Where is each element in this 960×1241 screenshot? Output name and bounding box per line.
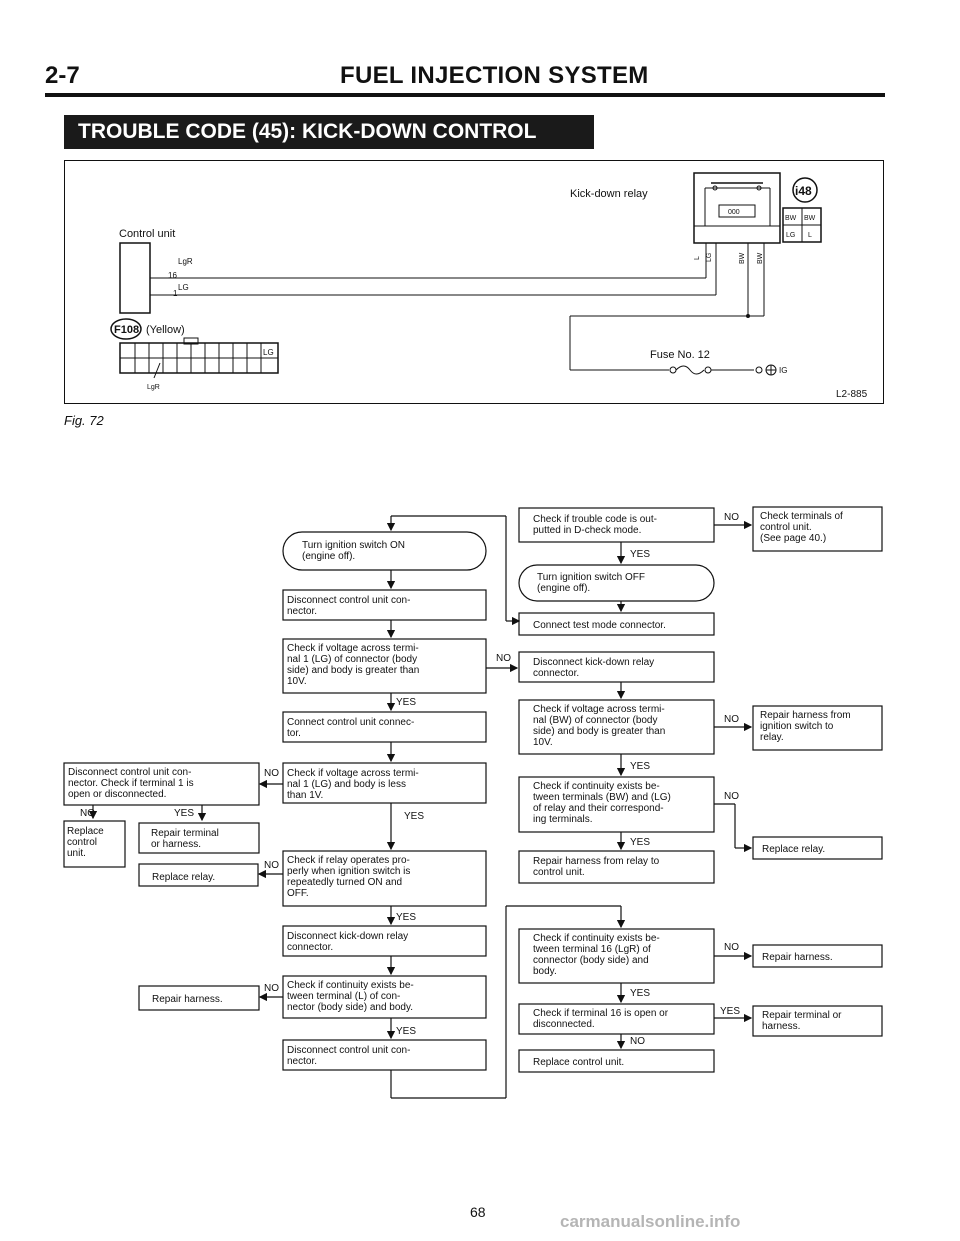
wire-lgr-label: LgR	[178, 257, 193, 266]
check-voltage-bw: Check if voltage across termi-nal (BW) o…	[533, 704, 665, 748]
no-label: NO	[80, 808, 95, 819]
diagram-ref: L2-885	[836, 389, 868, 400]
ig-label: IG	[779, 366, 787, 375]
f108-lg: LG	[263, 348, 274, 357]
turn-ignition-off: Turn ignition switch OFF(engine off).	[537, 572, 645, 594]
check-continuity-bw-lg: Check if continuity exists be-tween term…	[533, 781, 671, 825]
fuse-label: Fuse No. 12	[650, 349, 710, 361]
yes-label: YES	[630, 837, 650, 848]
repair-harness-left: Repair harness.	[152, 994, 223, 1005]
connect-test-mode: Connect test mode connector.	[533, 620, 666, 631]
svg-text:LG: LG	[786, 232, 795, 239]
no-label: NO	[724, 714, 739, 725]
check-continuity-16: Check if continuity exists be-tween term…	[533, 933, 660, 977]
header-rule	[45, 93, 885, 97]
yes-label: YES	[174, 808, 194, 819]
yes-label: YES	[630, 549, 650, 560]
repair-harness-right: Repair harness.	[762, 952, 833, 963]
connector-f108-label: F108	[114, 324, 139, 336]
check-trouble-code: Check if trouble code is out-putted in D…	[533, 514, 657, 536]
no-label: NO	[724, 512, 739, 523]
svg-text:LG: LG	[706, 253, 713, 262]
page-title: FUEL INJECTION SYSTEM	[340, 62, 649, 89]
check-voltage-1v: Check if voltage across termi-nal 1 (LG)…	[287, 768, 419, 801]
no-label: NO	[630, 1036, 645, 1047]
svg-text:BW: BW	[804, 215, 816, 222]
f108-lgr: LgR	[147, 384, 160, 391]
turn-ignition-on: Turn ignition switch ON(engine off).	[302, 540, 405, 562]
connector-f108-icon	[110, 318, 142, 340]
wire-lg-label: LG	[178, 283, 189, 292]
no-label: NO	[724, 942, 739, 953]
f108-color: (Yellow)	[146, 324, 185, 336]
no-label: NO	[264, 983, 279, 994]
connector-i48-icon	[792, 177, 818, 203]
disconnect-cu-1: Disconnect control unit con-nector.	[287, 595, 410, 617]
no-label: NO	[264, 768, 279, 779]
svg-text:BW: BW	[739, 252, 746, 264]
pin16-label: 16	[168, 271, 177, 280]
svg-text:BW: BW	[757, 252, 764, 264]
check-relay-operation: Check if relay operates pro-perly when i…	[287, 855, 410, 899]
yes-label: YES	[396, 1026, 416, 1037]
trouble-code-banner: TROUBLE CODE (45): KICK-DOWN CONTROL REL…	[64, 115, 594, 177]
yes-label: YES	[630, 761, 650, 772]
section-number: 2-7	[45, 62, 80, 89]
connector-i48-label: i48	[795, 184, 812, 198]
disconnect-cu-2: Disconnect control unit con-nector.	[287, 1045, 410, 1067]
connect-cu: Connect control unit connec-tor.	[287, 717, 414, 739]
yes-label: YES	[396, 697, 416, 708]
check-voltage-10v: Check if voltage across termi-nal 1 (LG)…	[287, 643, 419, 687]
wiring-diagram: Control unit 16 1 LgR LG Kick-down relay…	[64, 160, 884, 404]
yes-label: YES	[404, 811, 424, 822]
replace-relay-left: Replace relay.	[152, 872, 215, 883]
relay-coil: 000	[728, 209, 740, 216]
no-label: NO	[724, 791, 739, 802]
control-unit-label: Control unit	[119, 228, 175, 240]
check-continuity-l: Check if continuity exists be-tween term…	[287, 980, 414, 1013]
replace-relay-right: Replace relay.	[762, 844, 825, 855]
yes-label: YES	[630, 988, 650, 999]
svg-text:L: L	[808, 232, 812, 239]
replace-cu-right: Replace control unit.	[533, 1057, 624, 1068]
figure-caption: Fig. 72	[64, 413, 104, 428]
left-check-terminal1: Disconnect control unit con-nector. Chec…	[68, 767, 194, 800]
page-number: 68	[470, 1204, 486, 1220]
no-label: NO	[496, 653, 511, 664]
pin1-label: 1	[173, 289, 178, 298]
watermark: carmanualsonline.info	[560, 1212, 741, 1231]
no-label: NO	[264, 860, 279, 871]
kickdown-relay-label: Kick-down relay	[570, 188, 648, 200]
yes-label: YES	[720, 1006, 740, 1017]
yes-label: YES	[396, 912, 416, 923]
svg-text:L: L	[694, 256, 701, 260]
svg-text:BW: BW	[785, 215, 797, 222]
relay-box	[693, 172, 781, 244]
